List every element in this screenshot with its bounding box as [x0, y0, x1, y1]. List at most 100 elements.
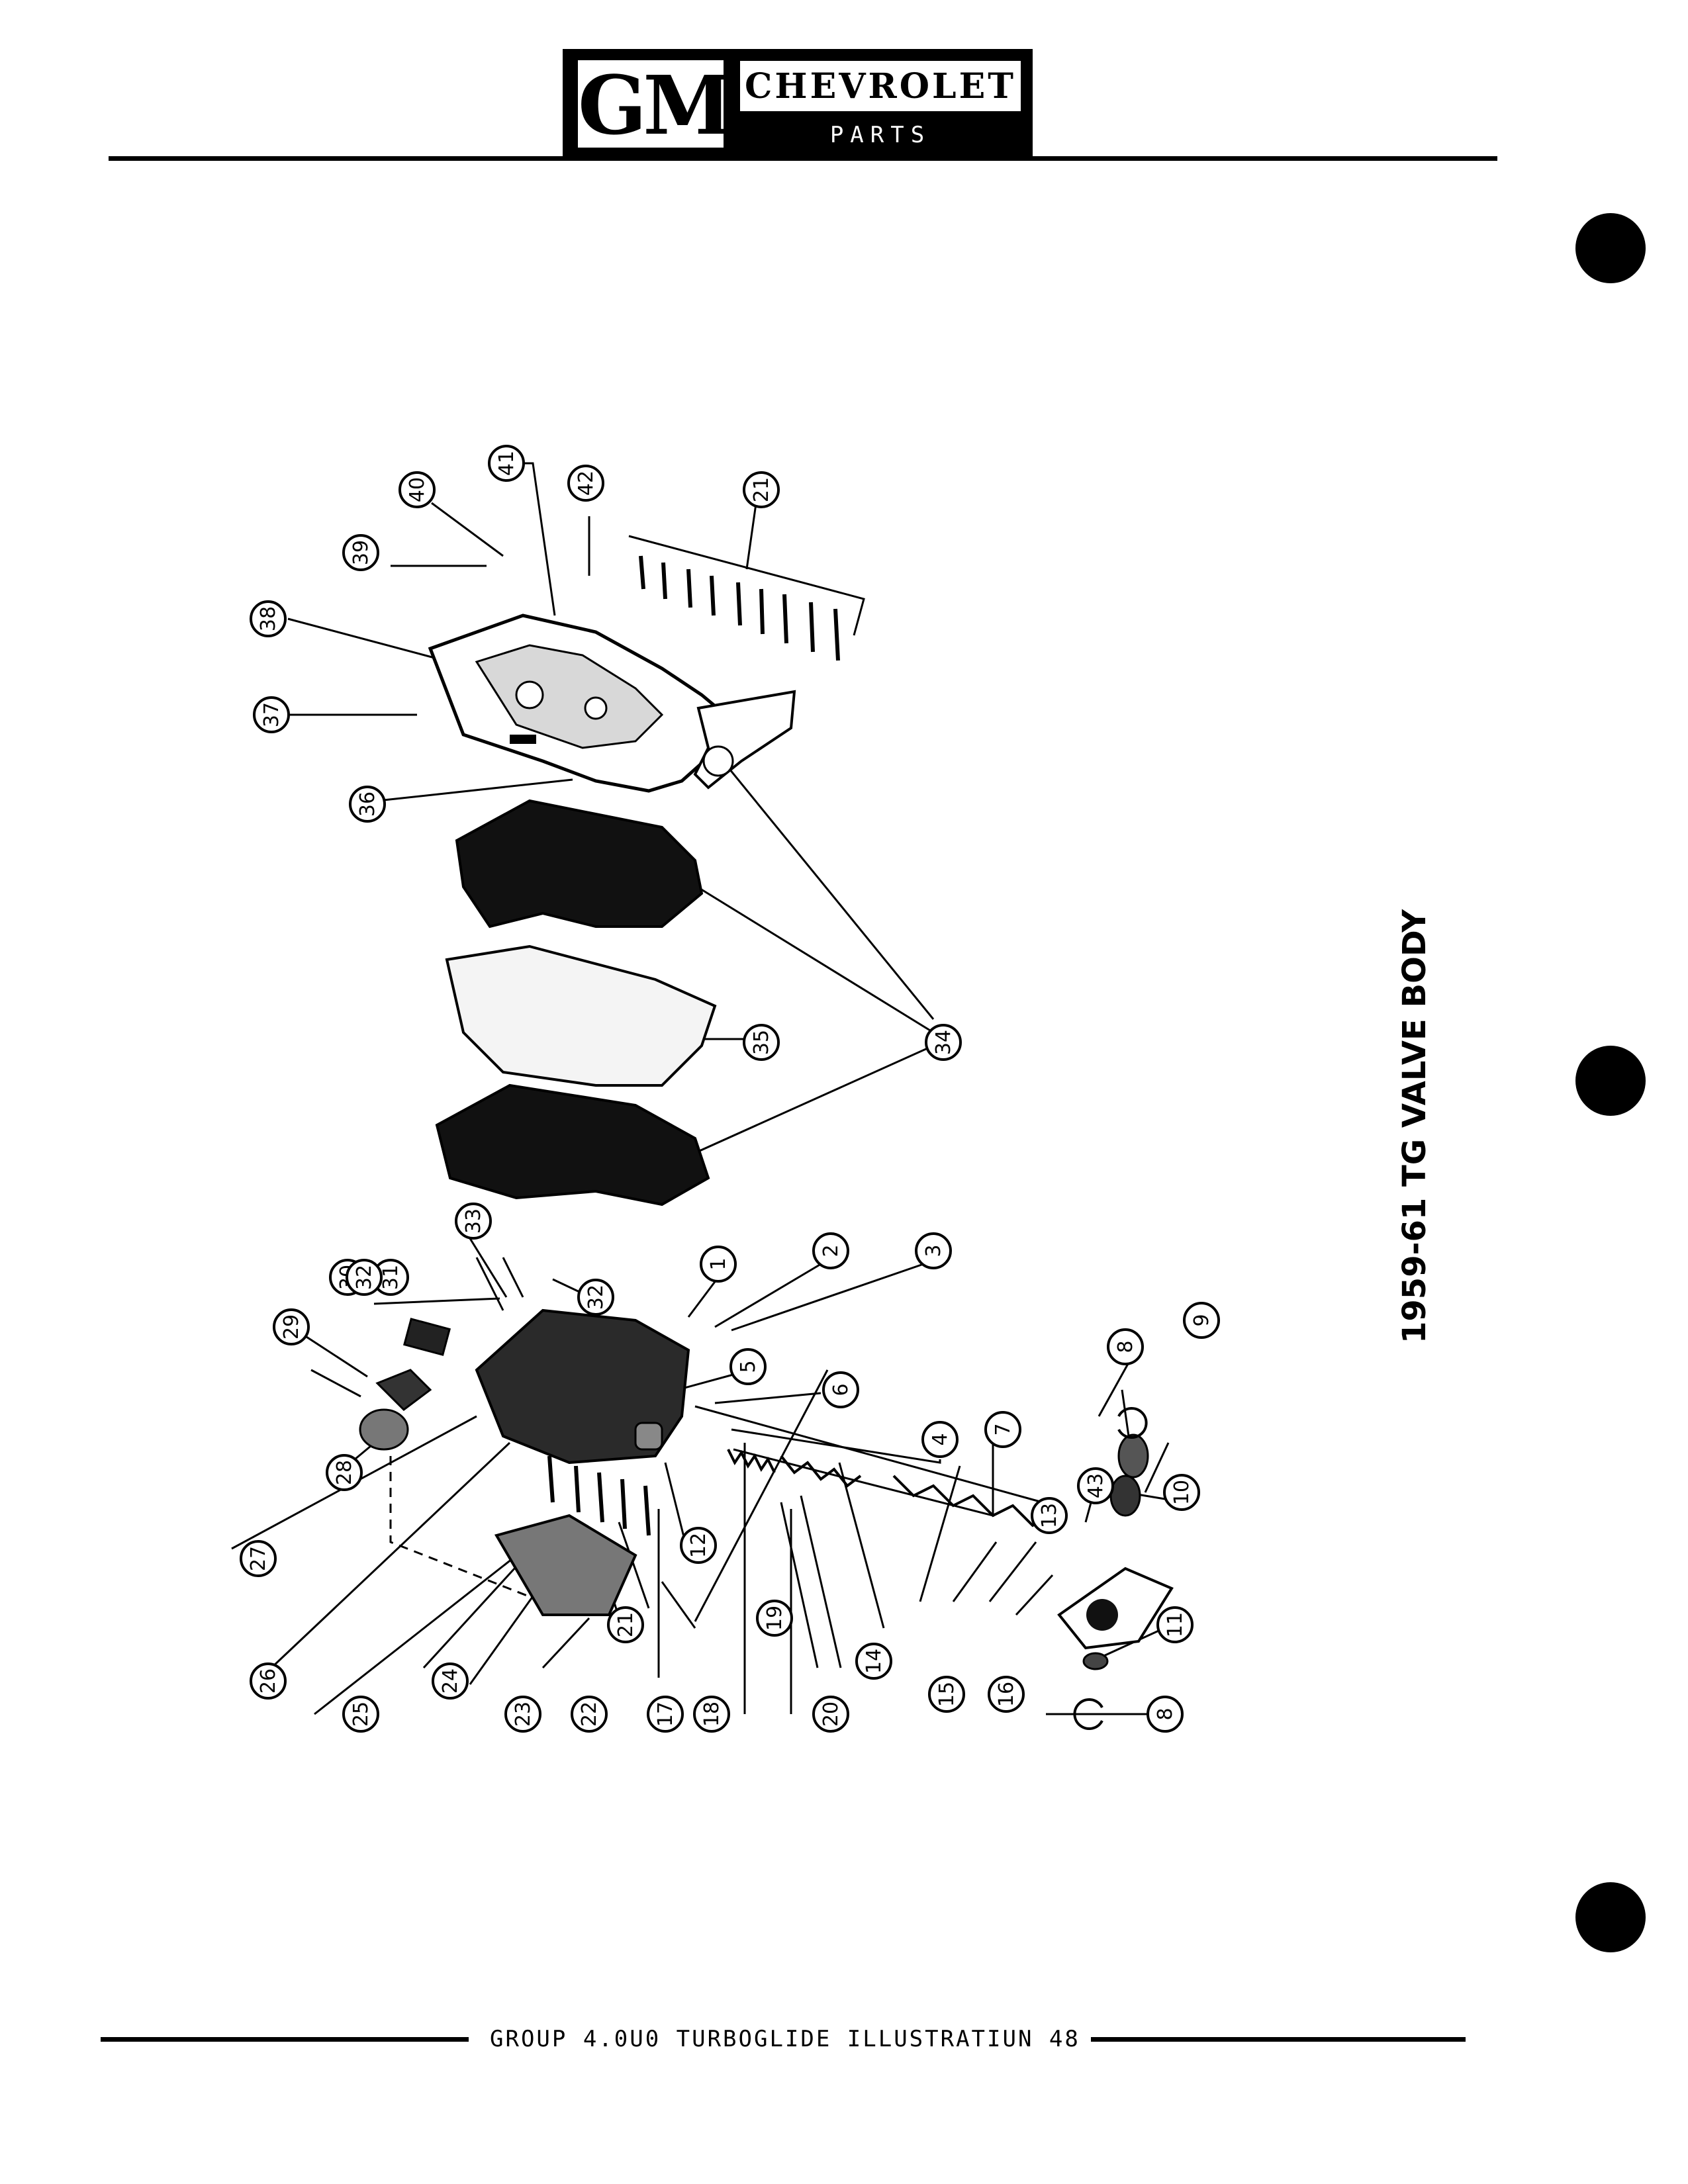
callout-10: 10 [1163, 1474, 1200, 1511]
callout-13: 13 [1031, 1497, 1068, 1534]
callout-label: 33 [462, 1208, 485, 1234]
callout-33: 33 [455, 1203, 492, 1240]
callout-label: 37 [260, 702, 283, 727]
callout-label: 34 [932, 1030, 955, 1055]
callout-label: 7 [992, 1423, 1015, 1435]
callout-20: 20 [812, 1696, 849, 1733]
callout-11: 11 [1156, 1606, 1194, 1643]
callout-label: 25 [350, 1702, 373, 1727]
callout-label: 20 [820, 1702, 843, 1727]
callout-label: 8 [1154, 1707, 1177, 1720]
callout-26: 26 [250, 1662, 287, 1700]
callout-40: 40 [399, 471, 436, 508]
callout-12: 12 [680, 1527, 717, 1564]
callout-8: 8 [1107, 1328, 1144, 1365]
callout-38: 38 [250, 600, 287, 637]
callout-label: 5 [737, 1360, 760, 1373]
callout-label: 32 [353, 1265, 376, 1290]
callout-label: 29 [280, 1314, 303, 1340]
transfer-plate-upper [455, 799, 704, 929]
callout-42: 42 [567, 465, 604, 502]
callout-1: 1 [700, 1246, 737, 1283]
callout-label: 24 [439, 1668, 462, 1694]
callout-14: 14 [855, 1643, 892, 1680]
callout-label: 8 [1114, 1340, 1137, 1353]
callout-32: 32 [346, 1259, 383, 1296]
callout-label: 17 [654, 1702, 677, 1727]
callout-label: 38 [257, 606, 280, 631]
callout-27: 27 [240, 1540, 277, 1577]
callout-label: 26 [257, 1668, 280, 1694]
callout-19: 19 [756, 1600, 793, 1637]
callout-label: 41 [495, 451, 518, 476]
callout-15: 15 [928, 1676, 965, 1713]
footer-caption: GROUP 4.0U0 TURBOGLIDE ILLUSTRATIUN 48 [490, 2026, 1080, 2052]
callout-label: 3 [922, 1244, 945, 1257]
callout-35: 35 [743, 1024, 780, 1061]
callout-label: 36 [356, 792, 379, 817]
separator-gasket [693, 690, 796, 790]
header-divider [109, 156, 1497, 161]
callout-label: 2 [820, 1244, 843, 1257]
callout-label: 6 [829, 1383, 853, 1396]
callout-label: 10 [1170, 1480, 1194, 1505]
callout-8: 8 [1147, 1696, 1184, 1733]
callout-label: 35 [750, 1030, 773, 1055]
callout-label: 18 [700, 1702, 724, 1727]
callout-21: 21 [743, 471, 780, 508]
callout-43: 43 [1077, 1467, 1114, 1504]
upper-valve-body-casting [428, 614, 744, 793]
callout-label: 27 [247, 1546, 270, 1571]
callout-36: 36 [349, 786, 386, 823]
callout-5: 5 [729, 1348, 767, 1385]
binder-hole-bottom [1575, 1882, 1646, 1952]
callout-label: 39 [350, 540, 373, 565]
lower-valve-body [475, 1308, 690, 1465]
binder-hole-middle [1575, 1046, 1646, 1116]
callout-label: 9 [1190, 1314, 1213, 1326]
callout-label: 32 [585, 1285, 608, 1310]
callout-label: 15 [935, 1682, 959, 1707]
leader-lines [231, 462, 1172, 1715]
gm-chevrolet-logo: GM CHEVROLET PARTS CATALOGUE [563, 49, 1033, 183]
callout-label: 12 [687, 1533, 710, 1558]
oil-screen [494, 1514, 637, 1616]
screw-row-lower [547, 1455, 651, 1536]
callout-25: 25 [342, 1696, 379, 1733]
callout-label: 19 [763, 1606, 786, 1631]
callout-label: 21 [750, 477, 773, 502]
brand-name: CHEVROLET [740, 61, 1021, 111]
callout-4: 4 [921, 1421, 959, 1458]
callout-23: 23 [504, 1696, 541, 1733]
callout-label: 11 [1164, 1612, 1187, 1637]
callout-label: 16 [995, 1682, 1018, 1707]
callout-37: 37 [253, 696, 290, 733]
footer-rule-left [101, 2037, 469, 2042]
callout-label: 40 [406, 477, 429, 502]
separator-plate [445, 944, 717, 1087]
callout-label: 4 [929, 1433, 952, 1445]
callout-label: 42 [575, 471, 598, 496]
callout-label: 28 [333, 1460, 356, 1485]
accumulator-parts [359, 1318, 451, 1451]
callout-label: 1 [707, 1257, 730, 1270]
callout-2: 2 [812, 1232, 849, 1269]
callout-label: 23 [512, 1702, 535, 1727]
gm-logo-mark: GM [575, 57, 732, 151]
callout-18: 18 [693, 1696, 730, 1733]
callout-22: 22 [571, 1696, 608, 1733]
callout-31: 31 [372, 1259, 409, 1296]
screw-row-top [628, 535, 865, 661]
callout-label: 22 [578, 1702, 601, 1727]
callout-label: 43 [1084, 1473, 1107, 1498]
callout-21: 21 [607, 1606, 644, 1643]
callout-label: 31 [379, 1265, 402, 1290]
callout-17: 17 [647, 1696, 684, 1733]
callout-label: 14 [863, 1649, 886, 1674]
callout-39: 39 [342, 534, 379, 571]
callout-28: 28 [326, 1454, 363, 1491]
springs [727, 1449, 1053, 1527]
callout-41: 41 [488, 445, 525, 482]
